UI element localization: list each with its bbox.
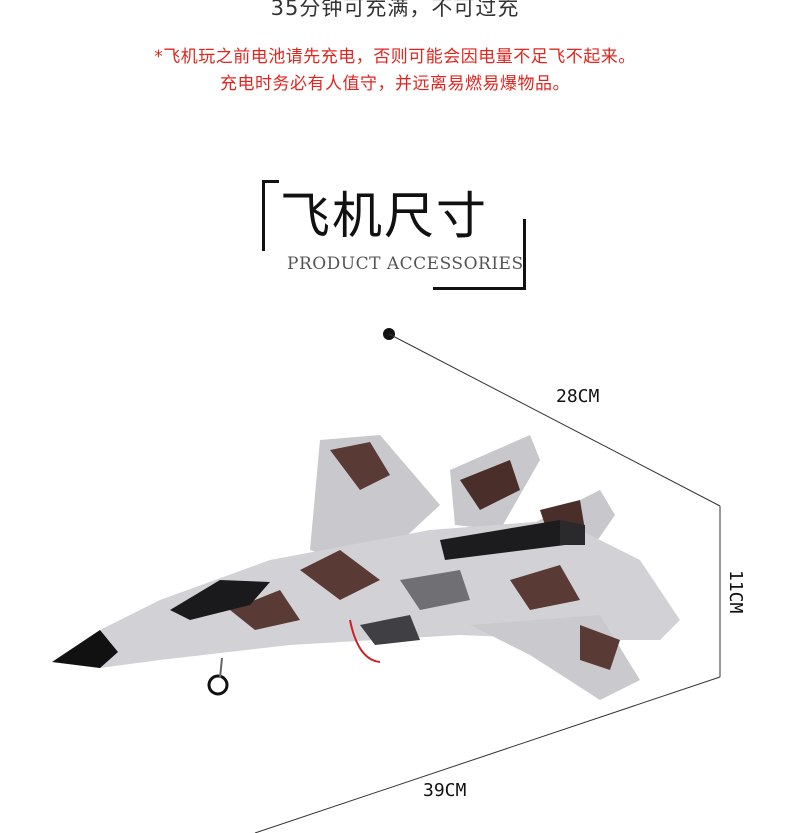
section-title: 飞机尺寸	[280, 187, 488, 245]
section-heading: 飞机尺寸 PRODUCT ACCESSORIES	[262, 180, 526, 290]
bracket-left-decoration	[262, 180, 279, 251]
wingspan-label: 28CM	[556, 386, 600, 407]
charge-time-text: 35分钟可充满，不可过充	[270, 0, 520, 20]
battery-warning-line1: *飞机玩之前电池请先充电，否则可能会因电量不足飞不起来。	[154, 47, 636, 67]
fighter-jet-icon	[52, 435, 680, 700]
battery-warning-line2: 充电时务必有人值守，并远离易燃易爆物品。	[220, 74, 570, 94]
wingspan-line	[388, 333, 721, 507]
height-label: 11CM	[725, 570, 746, 614]
length-label: 39CM	[423, 780, 467, 801]
section-subtitle: PRODUCT ACCESSORIES	[287, 254, 524, 274]
length-line	[254, 676, 721, 833]
bracket-right-decoration	[433, 219, 526, 290]
